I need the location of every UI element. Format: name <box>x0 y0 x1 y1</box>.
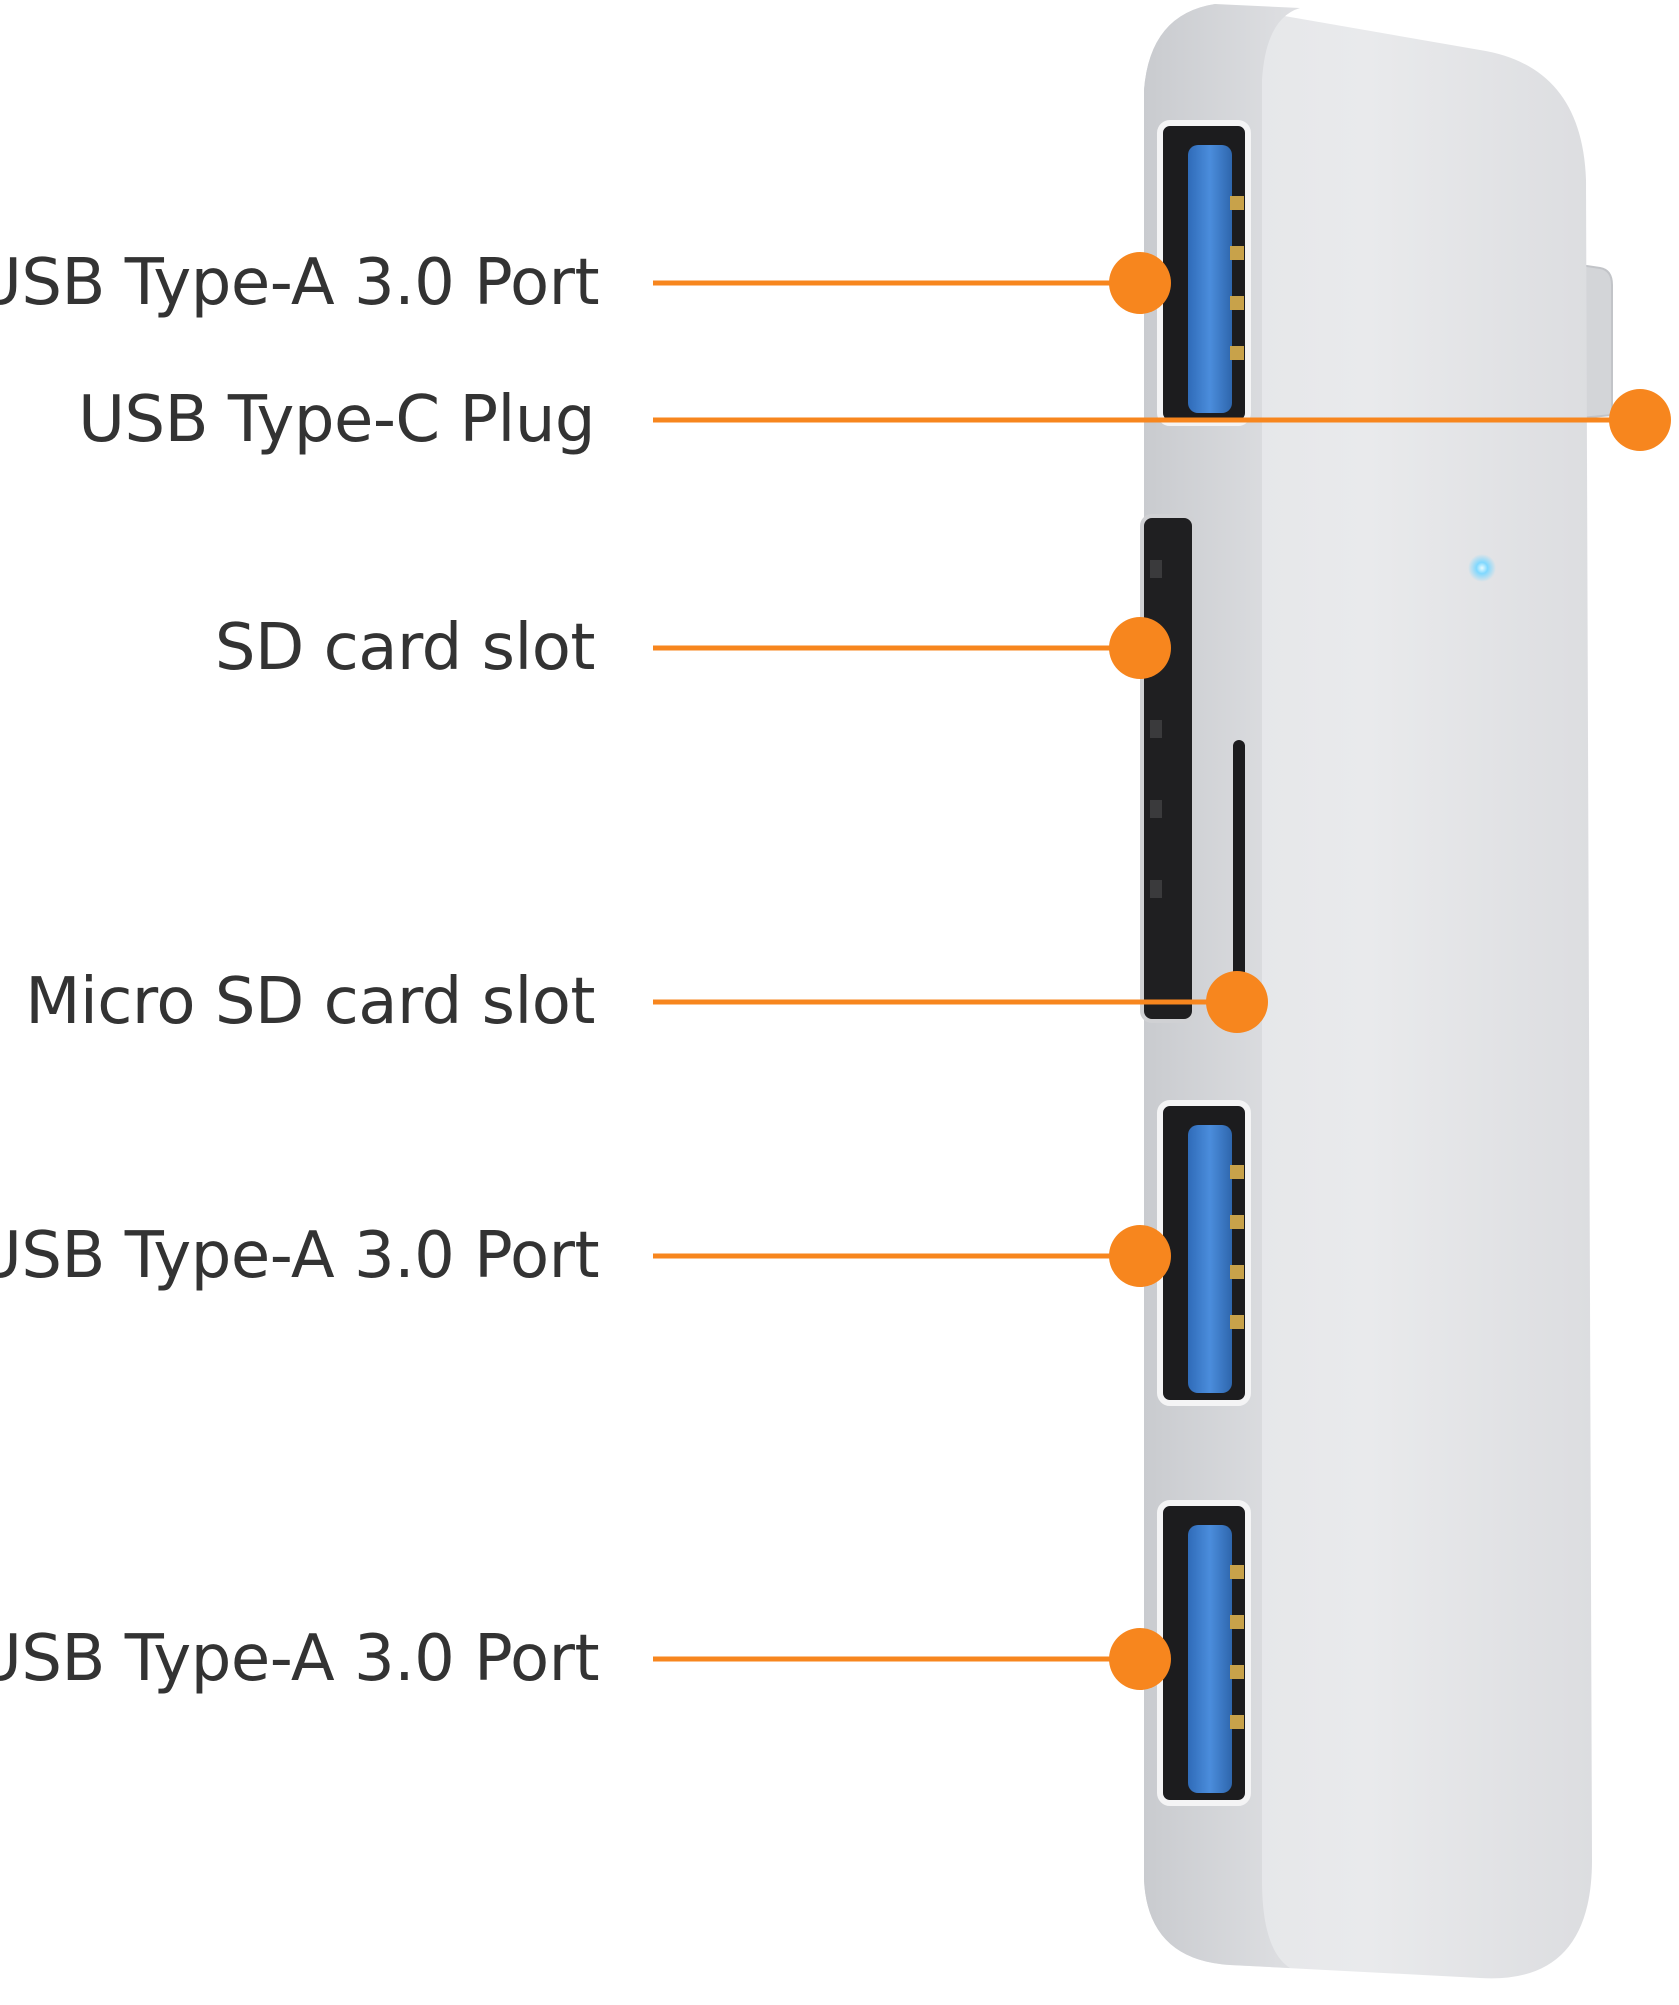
label-usb-a-top: USB Type-A 3.0 Port <box>0 246 600 320</box>
dot-sd-slot <box>1109 617 1171 679</box>
dot-usb-a-bottom <box>1109 1628 1171 1690</box>
dot-microsd-slot <box>1206 971 1268 1033</box>
label-sd-slot: SD card slot <box>214 611 596 685</box>
sd-card-slot <box>1140 514 1196 1023</box>
dot-usb-a-top <box>1109 252 1171 314</box>
dot-usb-a-middle <box>1109 1225 1171 1287</box>
usb-a-port-top <box>1157 120 1251 426</box>
status-led <box>1468 554 1496 582</box>
label-microsd-slot: Micro SD card slot <box>25 965 595 1039</box>
callout-leaders <box>653 252 1671 1690</box>
micro-sd-slot <box>1233 740 1245 1015</box>
label-usb-a-bottom: USB Type-A 3.0 Port <box>0 1622 600 1696</box>
label-usb-c-plug: USB Type-C Plug <box>78 383 595 457</box>
usb-a-port-middle <box>1157 1100 1251 1406</box>
usb-a-port-bottom <box>1157 1500 1251 1806</box>
label-usb-a-middle: USB Type-A 3.0 Port <box>0 1219 600 1293</box>
dot-usb-c-plug <box>1609 389 1671 451</box>
